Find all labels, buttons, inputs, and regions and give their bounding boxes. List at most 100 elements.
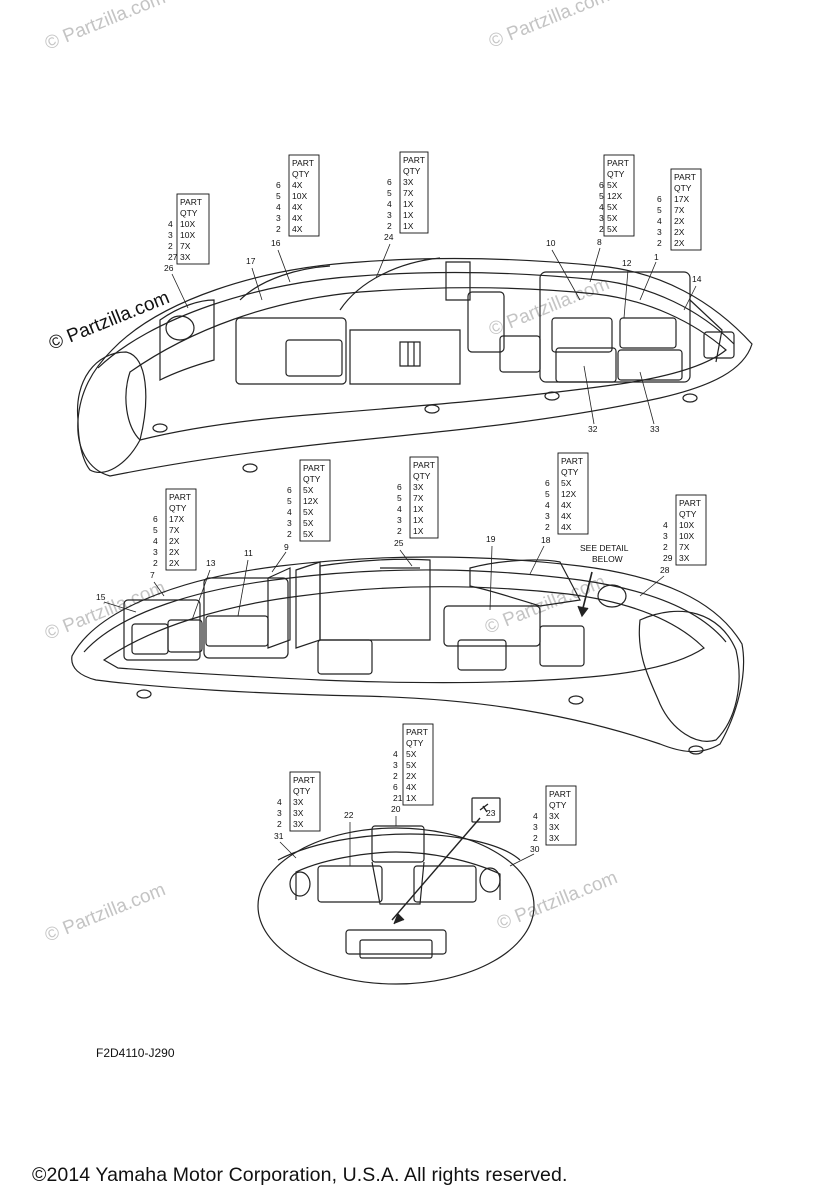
table-part-number: 4 xyxy=(153,536,158,546)
table-qty: 3X xyxy=(549,811,560,821)
table-qty: 2X xyxy=(674,238,685,248)
table-header: QTY xyxy=(292,169,310,179)
table-part-number: 4 xyxy=(393,749,398,759)
table-callout-number: 28 xyxy=(660,565,670,575)
table-qty: 7X xyxy=(413,493,424,503)
table-header: QTY xyxy=(413,471,431,481)
table-header: PART xyxy=(549,789,571,799)
watermark-text-dark: © Partzilla.com xyxy=(46,287,173,354)
table-part-number: 3 xyxy=(533,822,538,832)
table-qty: 5X xyxy=(406,749,417,759)
callout-14: 14 xyxy=(692,274,702,284)
table-part-number: 5 xyxy=(153,525,158,535)
table-qty: 5X xyxy=(607,202,618,212)
table-part-number: 2 xyxy=(387,221,392,231)
table-qty: 7X xyxy=(403,188,414,198)
table-part-number: 6 xyxy=(657,194,662,204)
table-qty: 1X xyxy=(403,221,414,231)
callout-32: 32 xyxy=(588,424,598,434)
table-header: QTY xyxy=(406,738,424,748)
leader-line xyxy=(279,841,297,859)
table-part-number: 4 xyxy=(397,504,402,514)
callout-17: 17 xyxy=(246,256,256,266)
table-callout-number: 24 xyxy=(384,232,394,242)
table-header: PART xyxy=(169,492,191,502)
watermark-text: © Partzilla.com xyxy=(486,0,613,53)
callout-23: 23 xyxy=(486,808,496,818)
table-part-number: 4 xyxy=(277,797,282,807)
table-qty: 5X xyxy=(303,518,314,528)
copyright-notice: ©2014 Yamaha Motor Corporation, U.S.A. A… xyxy=(32,1164,568,1186)
table-qty: 4X xyxy=(406,782,417,792)
table-callout-number: 7 xyxy=(150,570,155,580)
detail-note-line1: SEE DETAIL xyxy=(580,543,629,553)
table-qty: 3X xyxy=(403,177,414,187)
callout-15: 15 xyxy=(96,592,106,602)
table-qty: 4X xyxy=(292,202,303,212)
table-frame xyxy=(176,193,210,265)
leader-line xyxy=(271,551,287,573)
table-qty: 4X xyxy=(561,511,572,521)
table-header: PART xyxy=(293,775,315,785)
table-callout-number: 9 xyxy=(284,542,289,552)
table-callout-number: 8 xyxy=(597,237,602,247)
table-header: QTY xyxy=(169,503,187,513)
table-qty: 2X xyxy=(169,536,180,546)
table-frame xyxy=(299,459,331,542)
table-qty: 17X xyxy=(169,514,184,524)
table-part-number: 3 xyxy=(277,808,282,818)
table-part-number: 3 xyxy=(663,531,668,541)
table-part-number: 5 xyxy=(397,493,402,503)
table-qty: 3X xyxy=(293,808,304,818)
table-part-number: 2 xyxy=(153,558,158,568)
table-header: PART xyxy=(679,498,701,508)
callout-22: 22 xyxy=(344,810,354,820)
table-part-number: 6 xyxy=(287,485,292,495)
table-frame xyxy=(399,151,429,234)
table-qty: 1X xyxy=(413,526,424,536)
leader-line xyxy=(277,249,291,283)
table-header: QTY xyxy=(561,467,579,477)
callout-33: 33 xyxy=(650,424,660,434)
table-part-number: 5 xyxy=(599,191,604,201)
table-part-number: 2 xyxy=(168,241,173,251)
table-part-number: 5 xyxy=(545,489,550,499)
table-header: QTY xyxy=(674,183,692,193)
table-qty: 5X xyxy=(303,507,314,517)
table-part-number: 6 xyxy=(397,482,402,492)
table-part-number: 4 xyxy=(387,199,392,209)
diagram-code: F2D4110-J290 xyxy=(96,1046,175,1060)
table-frame xyxy=(402,723,434,806)
table-callout-number: 18 xyxy=(541,535,551,545)
table-qty: 2X xyxy=(169,547,180,557)
table-qty: 3X xyxy=(413,482,424,492)
table-part-number: 3 xyxy=(657,227,662,237)
table-part-number: 3 xyxy=(387,210,392,220)
table-qty: 7X xyxy=(674,205,685,215)
leader-line xyxy=(171,273,189,309)
table-qty: 2X xyxy=(674,216,685,226)
table-qty: 5X xyxy=(607,213,618,223)
table-part-number: 6 xyxy=(387,177,392,187)
table-part-number: 27 xyxy=(168,252,178,262)
table-qty: 5X xyxy=(303,529,314,539)
table-qty: 3X xyxy=(549,822,560,832)
table-qty: 2X xyxy=(674,227,685,237)
leader-line xyxy=(639,575,665,597)
table-part-number: 2 xyxy=(277,819,282,829)
table-qty: 7X xyxy=(180,241,191,251)
table-frame xyxy=(288,154,320,237)
table-part-number: 3 xyxy=(168,230,173,240)
leader-line xyxy=(153,581,165,597)
table-header: QTY xyxy=(679,509,697,519)
table-qty: 1X xyxy=(413,504,424,514)
table-header: PART xyxy=(674,172,696,182)
table-frame xyxy=(545,785,577,846)
table-part-number: 29 xyxy=(663,553,673,563)
table-qty: 2X xyxy=(406,771,417,781)
table-part-number: 6 xyxy=(599,180,604,190)
table-frame xyxy=(409,456,439,539)
